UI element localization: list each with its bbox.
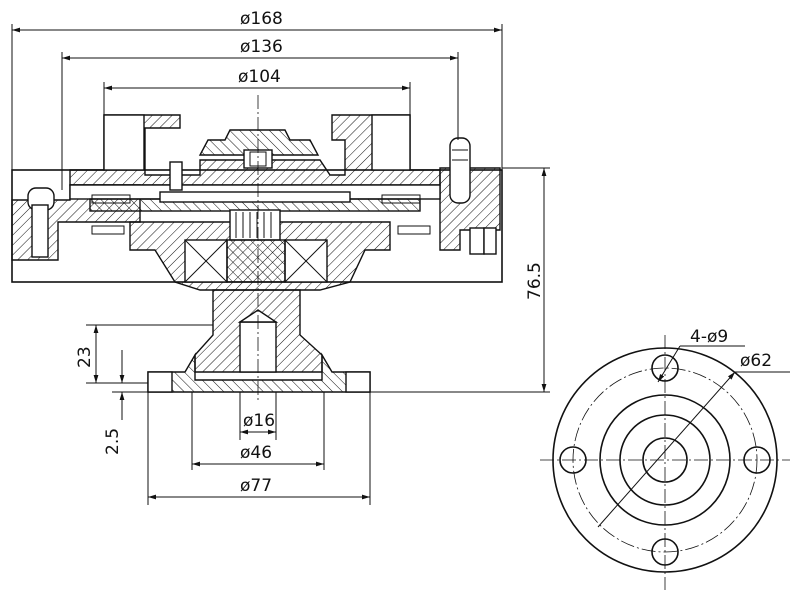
dimensions-section: ø168 ø136 ø104 76.5 23 2.5 ø16 [11, 9, 550, 505]
right-pin [469, 227, 485, 255]
dim-h23: 23 [75, 346, 95, 368]
dim-d46: ø46 [240, 443, 272, 463]
dim-d77: ø77 [240, 476, 272, 496]
left-bolt [31, 204, 49, 258]
shaft-spacer [226, 239, 286, 283]
plan-view: 4-ø9 ø62 [540, 327, 790, 590]
dim-d62: ø62 [740, 351, 772, 371]
base-right-lug [345, 371, 371, 393]
base-left-lug [147, 371, 173, 393]
dim-d16: ø16 [243, 411, 275, 431]
section-view [11, 114, 503, 393]
left-cap [103, 114, 145, 171]
flange-bore-circle [642, 437, 688, 483]
dim-d104: ø104 [238, 67, 281, 87]
spline-hub [229, 209, 281, 241]
dim-d136: ø136 [240, 37, 283, 57]
left-bearing [184, 239, 228, 283]
base-flange [147, 352, 371, 393]
right-bolt [449, 137, 471, 204]
right-bearing [284, 239, 328, 283]
plate-inner [159, 191, 351, 203]
dim-h2-5: 2.5 [103, 428, 123, 455]
dim-d168: ø168 [240, 9, 283, 29]
top-knob [198, 129, 320, 156]
left-pin [169, 161, 183, 191]
dim-h76-5: 76.5 [525, 262, 545, 300]
dim-holes: 4-ø9 [690, 327, 728, 347]
right-cap [371, 114, 411, 171]
